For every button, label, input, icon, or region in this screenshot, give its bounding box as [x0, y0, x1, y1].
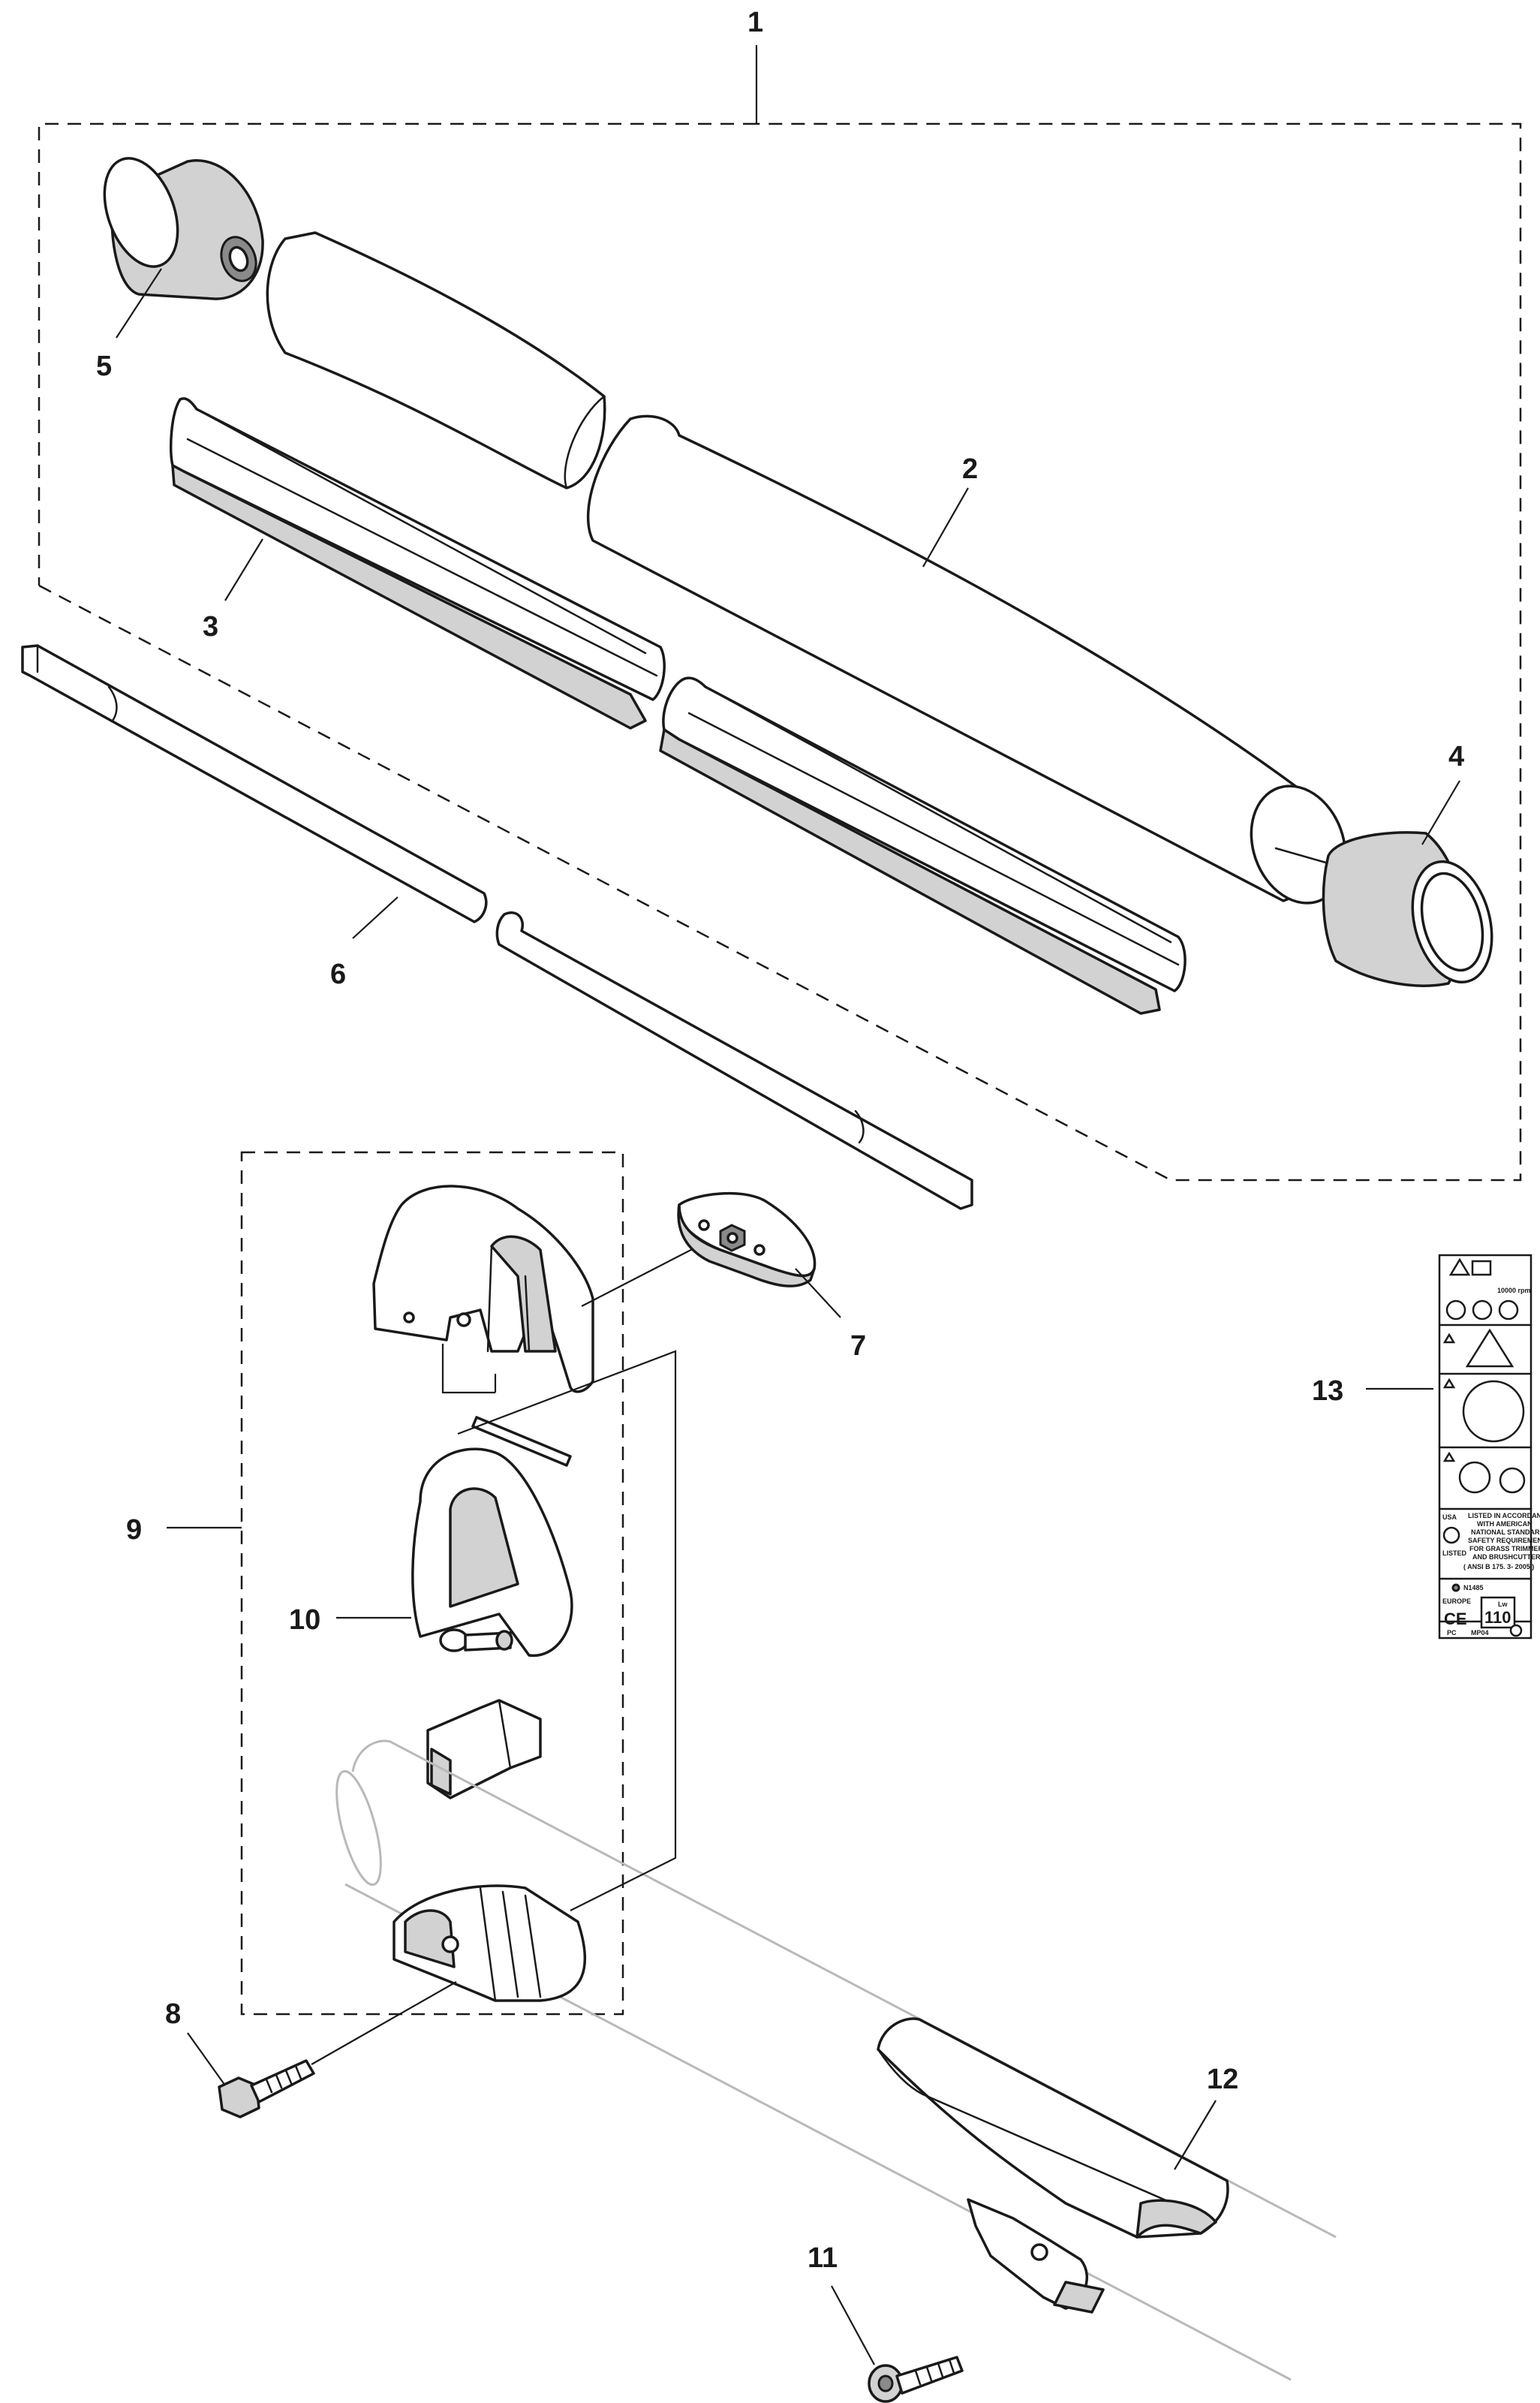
part-5-end-cap: [103, 157, 264, 300]
eye-protection-icon: [1472, 1299, 1493, 1320]
decal-usa: USA: [1442, 1513, 1457, 1521]
leader-4: [1421, 780, 1460, 845]
part-10-handle-loop: [411, 1447, 573, 1658]
leader-11: [831, 2285, 875, 2365]
callout-8: 8: [165, 1998, 181, 2030]
part-6-drive-shaft: [21, 644, 973, 1210]
warning-triangle-icon: [1448, 1257, 1471, 1276]
decal-listing-line-2: WITH AMERICAN: [1477, 1520, 1532, 1528]
decal-listing-line-4: SAFETY REQUIREMENTS: [1468, 1537, 1540, 1544]
safety-distance-icon: [1462, 1380, 1525, 1443]
part-12-barrier: [877, 2017, 1229, 2314]
decal-europe: EUROPE: [1442, 1597, 1471, 1605]
leader-6: [352, 896, 399, 939]
part-2-tube-lower: [586, 414, 1347, 905]
callout-3: 3: [203, 611, 218, 643]
decal-listed: LISTED: [1442, 1549, 1467, 1557]
noise-level-box: [1480, 1596, 1516, 1629]
callout-7: 7: [850, 1330, 866, 1362]
ghost-tube: [335, 1739, 1337, 2381]
decal-listing-line-5: FOR GRASS TRIMMERS: [1469, 1545, 1540, 1552]
decal-listing-line-3: NATIONAL STANDARD: [1471, 1528, 1540, 1536]
small-warning-icon: [1442, 1378, 1456, 1389]
leader-2: [922, 487, 969, 568]
rotation-icon: [1499, 1467, 1526, 1494]
part-8-bolt: [218, 1981, 457, 2118]
certification-mark-icon: [1509, 1624, 1523, 1637]
decal-mark-code: MP04: [1471, 1629, 1489, 1637]
handle-base-clip: [426, 1699, 542, 1799]
part-11-screw: [868, 2356, 964, 2403]
assembly-1-boundary: [38, 45, 1522, 1182]
callout-numbers: 1 2 3 4 5 6 7 8 9 10 11 12 13: [96, 7, 1464, 2274]
ear-protection-icon: [1445, 1299, 1466, 1320]
part-4-end-cap: [1322, 831, 1493, 987]
part-7-knob-nut: [677, 1191, 817, 1287]
callout-4: 4: [1448, 741, 1464, 772]
callout-13: 13: [1312, 1375, 1343, 1407]
leader-12: [1174, 2100, 1217, 2170]
leader-lines: [116, 268, 1460, 2365]
handle-upper-clamp: [372, 1185, 594, 1393]
decal-code: N1485: [1463, 1584, 1484, 1591]
callout-9: 9: [126, 1514, 142, 1546]
assembly-9-boundary: [167, 1151, 624, 2016]
decal-listing-line-6: AND BRUSHCUTTERS: [1472, 1553, 1540, 1561]
part-3-liner-lower: [659, 676, 1187, 1015]
decal-pc-mark: PC: [1447, 1629, 1457, 1637]
part-13-warning-decal: 10000 rpm USA LISTED LISTED IN ACCORDANC…: [1366, 1254, 1540, 1640]
small-warning-icon: [1442, 1332, 1456, 1344]
star-mark-icon: [1451, 1583, 1460, 1592]
callout-5: 5: [96, 351, 112, 382]
assembly-connector-lines: [441, 1242, 706, 1911]
handle-pin: [471, 1416, 572, 1467]
decal-listing-line-7: ( ANSI B 175. 3- 2005 ): [1463, 1563, 1534, 1570]
callout-10: 10: [289, 1604, 320, 1636]
leader-8: [187, 2032, 226, 2086]
callout-2: 2: [962, 453, 978, 485]
decal-noise-unit: Lw: [1498, 1600, 1508, 1608]
debris-warning-icon: [1465, 1328, 1514, 1368]
handle-lower-clamp: [393, 1884, 587, 2002]
manual-book-icon: [1471, 1260, 1492, 1276]
decal-noise-value: 110: [1484, 1608, 1511, 1627]
ul-mark-icon: [1442, 1526, 1460, 1544]
leader-7: [795, 1268, 841, 1318]
decal-rpm: 10000 rpm: [1497, 1287, 1531, 1294]
leader-5: [116, 268, 162, 339]
callout-1: 1: [747, 7, 763, 38]
callout-11: 11: [808, 2242, 838, 2274]
part-2-tube-upper: [266, 231, 606, 489]
decal-ce-mark: CE: [1444, 1610, 1467, 1628]
small-warning-icon: [1442, 1451, 1456, 1462]
gloves-icon: [1498, 1299, 1519, 1320]
callout-6: 6: [330, 959, 346, 990]
callout-12: 12: [1207, 2064, 1238, 2095]
part-3-liner-upper: [169, 397, 666, 730]
decal-listing-line-1: LISTED IN ACCORDANCE: [1468, 1512, 1540, 1519]
leader-3: [224, 538, 263, 601]
blade-thrust-icon: [1458, 1461, 1491, 1494]
